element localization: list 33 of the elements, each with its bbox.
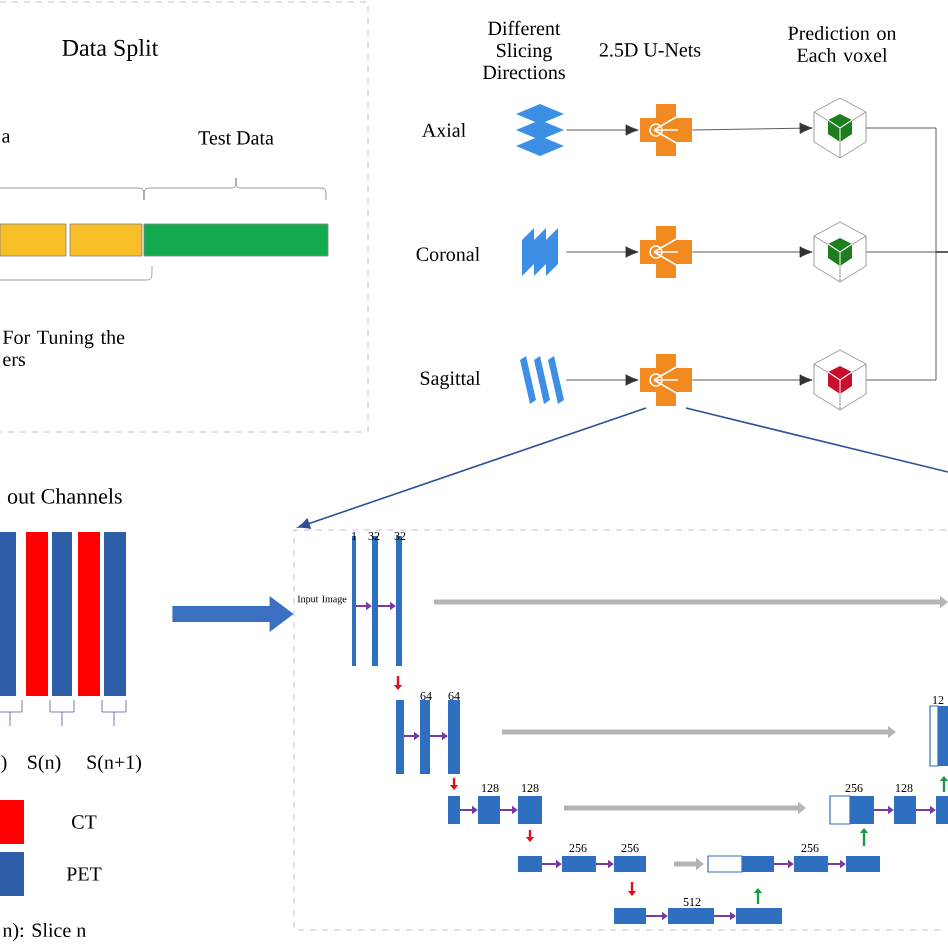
cube-icon: [813, 221, 867, 283]
text-label: Test Data: [198, 131, 274, 145]
text-label: ): [1, 754, 7, 774]
network-icon: [640, 104, 692, 156]
column-heading: Prediction on Each voxel: [788, 25, 897, 63]
direction-label: Coronal: [416, 246, 480, 262]
text-label: n): Slice n: [2, 922, 86, 942]
column-heading: Different Slicing Directions: [482, 20, 565, 80]
cube-icon: [813, 349, 867, 411]
connector-line: [866, 251, 948, 381]
panel-title: Data Split: [62, 39, 159, 61]
arrow: [566, 374, 639, 386]
text-label: For Tuning the ers: [2, 329, 125, 367]
arrow: [566, 246, 639, 258]
heading: out Channels: [7, 488, 122, 504]
text-label: S(n+1): [87, 754, 141, 774]
arrow: [692, 246, 813, 258]
column-heading: 2.5D U-Nets: [599, 43, 701, 57]
legend-label: PET: [66, 867, 102, 881]
text-label: S(n): [28, 754, 61, 774]
direction-label: Sagittal: [420, 370, 481, 390]
text-label: a: [2, 133, 11, 143]
arrow: [172, 596, 294, 632]
arrow: [692, 374, 813, 386]
network-icon: [640, 226, 692, 278]
zoom-line: [685, 407, 948, 473]
legend-label: CT: [72, 815, 97, 829]
zoom-line: [297, 407, 647, 529]
arrow: [566, 124, 639, 136]
cube-icon: [813, 97, 867, 159]
network-icon: [640, 354, 692, 406]
direction-label: Axial: [422, 122, 466, 138]
arrow: [692, 122, 813, 134]
